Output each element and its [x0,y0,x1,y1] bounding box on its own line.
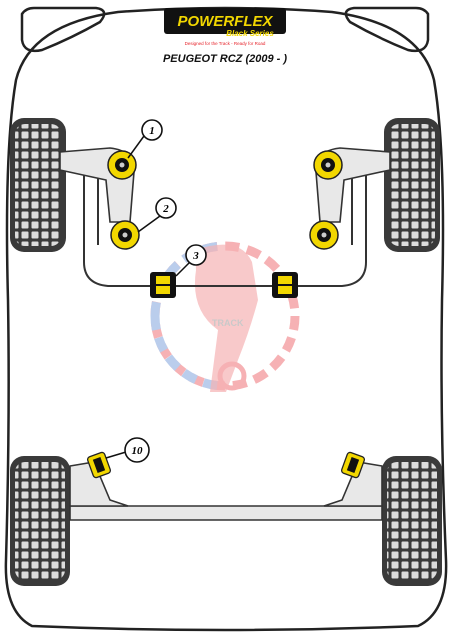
front-left-tyre [10,118,66,252]
callout-10-label: 10 [132,445,144,457]
callout-3-label: 3 [192,250,199,262]
rear-beam-axle [69,461,383,521]
callout-1-label: 1 [149,125,155,137]
callout-10: 10 [105,437,150,463]
bush-front-wishbone-rear-left [110,220,140,250]
vehicle-title: PEUGEOT RCZ (2009 - ) [163,53,287,65]
front-right-tyre [384,118,440,252]
bush-front-wishbone-front-left [107,150,137,180]
rear-left-tyre [10,456,70,586]
bush-rear-beam-right [340,451,366,479]
bush-rear-beam-left [86,451,112,479]
callout-2: 2 [137,197,177,233]
brand-name: POWERFLEX [177,13,273,30]
brand-tagline: Designed for the Track - Ready for Road [185,41,266,46]
callout-3: 3 [175,244,207,277]
bush-front-wishbone-rear-right [309,220,339,250]
brand-series: Black Series [226,29,274,38]
watermark-text: TRACK [212,318,244,328]
callout-2-label: 2 [162,203,169,215]
car-body-outline [4,6,448,632]
powerflex-logo: POWERFLEX Black Series Designed for the … [164,8,286,46]
rear-right-tyre [382,456,442,586]
bush-anti-roll-bar-right [272,272,298,298]
watermark-logo: TRACK [150,241,300,392]
bush-anti-roll-bar-left [150,272,176,298]
bush-front-wishbone-front-right [313,150,343,180]
callout-1: 1 [127,119,163,159]
